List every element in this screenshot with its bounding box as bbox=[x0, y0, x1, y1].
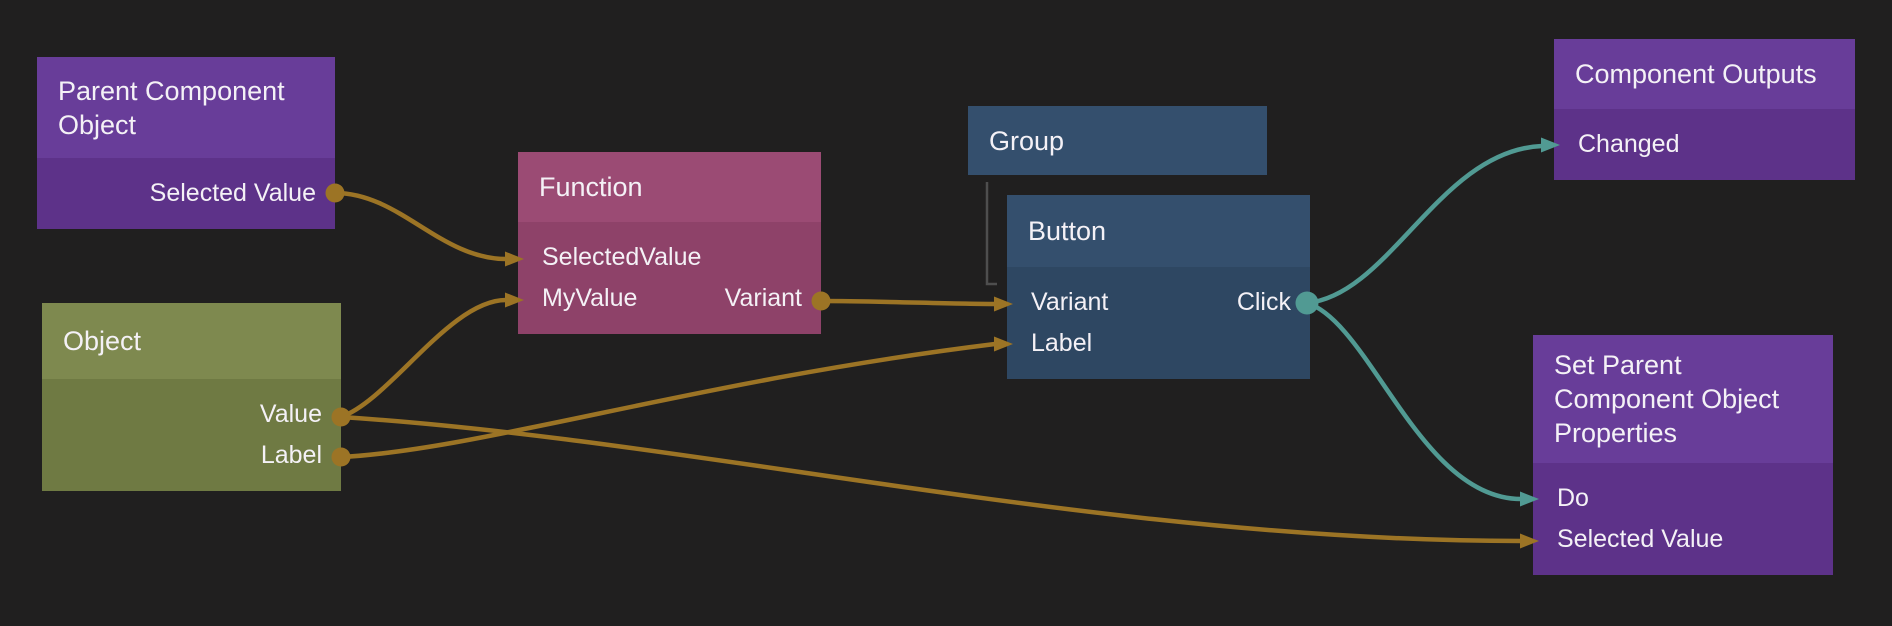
port-label-label: Label bbox=[260, 441, 322, 469]
node-header-button[interactable]: Button bbox=[1007, 195, 1310, 267]
node-parent-component-object[interactable]: Parent Component Object Selected Value bbox=[37, 57, 335, 229]
wire-object-value-to-function-myvalue[interactable] bbox=[340, 292, 524, 420]
port-label-selected-value: Selected Value bbox=[149, 179, 316, 207]
port-row-selected-value-input[interactable]: Selected Value bbox=[1533, 519, 1833, 560]
port-label-myvalue: MyValue bbox=[542, 284, 638, 312]
wire-function-variant-to-button-variant[interactable] bbox=[820, 296, 1013, 312]
port-row-variant-click[interactable]: Variant Click bbox=[1007, 282, 1310, 323]
node-body: Variant Click Label bbox=[1007, 267, 1310, 379]
node-title: Parent Component Object bbox=[58, 75, 285, 140]
port-label-changed: Changed bbox=[1578, 130, 1680, 158]
port-label-do: Do bbox=[1557, 484, 1589, 512]
node-title: Function bbox=[539, 172, 643, 202]
node-body: SelectedValue MyValue Variant bbox=[518, 222, 821, 334]
node-title: Button bbox=[1028, 216, 1107, 246]
node-title: Group bbox=[989, 125, 1065, 156]
port-row-do-input[interactable]: Do bbox=[1533, 478, 1833, 519]
node-body: Selected Value bbox=[37, 158, 335, 229]
port-row-changed-input[interactable]: Changed bbox=[1554, 124, 1855, 165]
node-title: Object bbox=[63, 326, 142, 356]
wire-button-click-to-set-parent-do[interactable] bbox=[1306, 300, 1539, 507]
wire-button-click-to-component-outputs-changed[interactable] bbox=[1306, 137, 1560, 306]
node-object[interactable]: Object Value Label bbox=[42, 303, 341, 491]
port-label-variant: Variant bbox=[724, 284, 802, 312]
node-title: Set Parent Component Object Properties bbox=[1554, 350, 1780, 448]
port-label-selected-value: Selected Value bbox=[1557, 525, 1724, 553]
wire-object-label-to-button-label[interactable] bbox=[340, 336, 1013, 460]
node-header-function[interactable]: Function bbox=[518, 152, 821, 222]
port-row-label-input[interactable]: Label bbox=[1007, 323, 1310, 364]
port-row-selectedvalue-input[interactable]: SelectedValue bbox=[518, 237, 821, 278]
port-label-variant: Variant bbox=[1031, 288, 1109, 316]
node-group[interactable]: Group bbox=[968, 106, 1267, 175]
node-body: Do Selected Value bbox=[1533, 463, 1833, 575]
port-label-selectedvalue: SelectedValue bbox=[542, 243, 702, 271]
port-label-label: Label bbox=[1031, 329, 1093, 357]
node-header-group[interactable]: Group bbox=[968, 106, 1267, 175]
port-row-label-output[interactable]: Label bbox=[42, 435, 341, 476]
node-function[interactable]: Function SelectedValue MyValue Variant bbox=[518, 152, 821, 334]
node-set-parent-component-object-properties[interactable]: Set Parent Component Object Properties D… bbox=[1533, 335, 1833, 575]
node-header-component-outputs[interactable]: Component Outputs bbox=[1554, 39, 1855, 109]
port-row-value-output[interactable]: Value bbox=[42, 394, 341, 435]
node-header-object[interactable]: Object bbox=[42, 303, 341, 379]
group-child-link bbox=[985, 182, 997, 286]
node-body: Value Label bbox=[42, 379, 341, 491]
port-row-selected-value-output[interactable]: Selected Value bbox=[37, 173, 335, 214]
node-header-parent-component-object[interactable]: Parent Component Object bbox=[37, 57, 335, 158]
wire-object-value-to-set-parent-selected-value[interactable] bbox=[340, 414, 1539, 549]
port-label-value: Value bbox=[259, 400, 322, 428]
node-title: Component Outputs bbox=[1575, 59, 1817, 89]
node-component-outputs[interactable]: Component Outputs Changed bbox=[1554, 39, 1855, 180]
port-label-click: Click bbox=[1236, 288, 1291, 316]
node-body: Changed bbox=[1554, 109, 1855, 180]
node-button[interactable]: Button Variant Click Label bbox=[1007, 195, 1310, 379]
node-header-set-parent[interactable]: Set Parent Component Object Properties bbox=[1533, 335, 1833, 463]
port-row-myvalue-variant[interactable]: MyValue Variant bbox=[518, 278, 821, 319]
wire-parent-selected-value-to-function-selectedvalue[interactable] bbox=[334, 190, 524, 267]
